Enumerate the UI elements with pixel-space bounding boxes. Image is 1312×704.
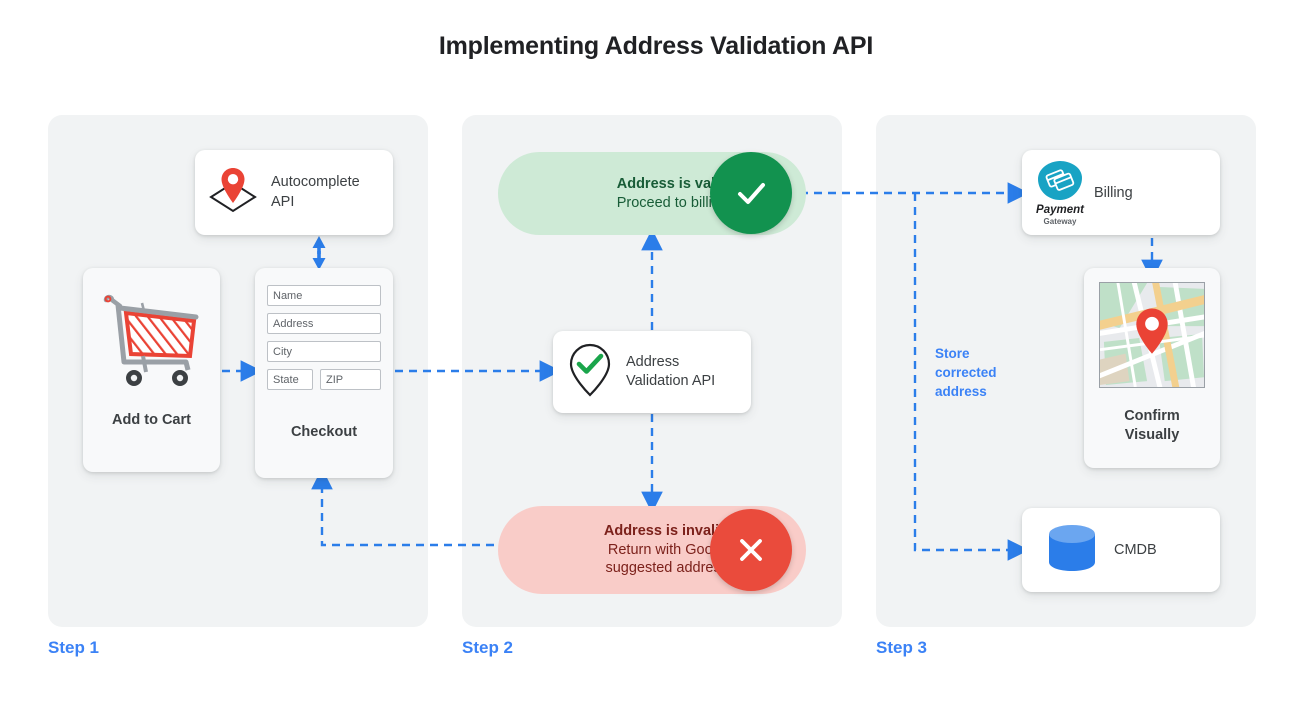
confirm-visually-card[interactable]: Confirm Visually — [1084, 268, 1220, 468]
add-to-cart-caption: Add to Cart — [112, 412, 191, 428]
address-invalid-text: Address is invalid. Return with Google s… — [603, 523, 732, 577]
billing-card[interactable]: Payment Gateway Billing — [1022, 150, 1220, 235]
check-icon — [710, 152, 792, 234]
step-2-label: Step 2 — [462, 638, 514, 657]
shopping-cart-icon — [98, 284, 206, 397]
page-title: Implementing Address Validation API — [438, 32, 874, 60]
address-field[interactable]: Address — [267, 313, 381, 334]
payment-logo-word1: Payment — [1036, 204, 1084, 217]
city-field[interactable]: City — [267, 341, 381, 362]
autocomplete-api-label: Autocomplete API — [271, 174, 360, 210]
cmdb-card[interactable]: CMDB — [1022, 508, 1220, 592]
address-validation-api-card[interactable]: Address Validation API — [553, 331, 751, 413]
map-thumbnail-icon — [1095, 278, 1209, 393]
store-corrected-address-note: Store corrected address — [935, 346, 997, 400]
payment-gateway-logo: Payment Gateway — [1034, 158, 1086, 227]
autocomplete-api-card[interactable]: Autocomplete API — [195, 150, 393, 235]
payment-logo-word2: Gateway — [1043, 216, 1077, 226]
address-validation-api-label: Address Validation API — [626, 353, 716, 389]
database-icon — [1044, 522, 1100, 579]
confirm-visually-caption: Confirm Visually — [1124, 408, 1180, 443]
billing-label: Billing — [1094, 184, 1133, 201]
add-to-cart-card[interactable]: Add to Cart — [83, 268, 220, 472]
checkout-caption: Checkout — [290, 424, 358, 440]
state-field[interactable]: State — [267, 369, 313, 390]
zip-field[interactable]: ZIP — [320, 369, 381, 390]
map-pin-diamond-icon — [205, 163, 261, 222]
name-field[interactable]: Name — [267, 285, 381, 306]
pin-check-icon — [565, 341, 615, 404]
address-valid-text: Address is valid. Proceed to billing. — [616, 175, 732, 211]
step-3-label: Step 3 — [876, 638, 928, 657]
cmdb-label: CMDB — [1114, 542, 1157, 558]
state-zip-row: State ZIP — [267, 369, 381, 390]
step-1-label: Step 1 — [48, 638, 100, 657]
close-icon — [710, 509, 792, 591]
checkout-card[interactable]: Name Address City State ZIP Checkout — [255, 268, 393, 478]
